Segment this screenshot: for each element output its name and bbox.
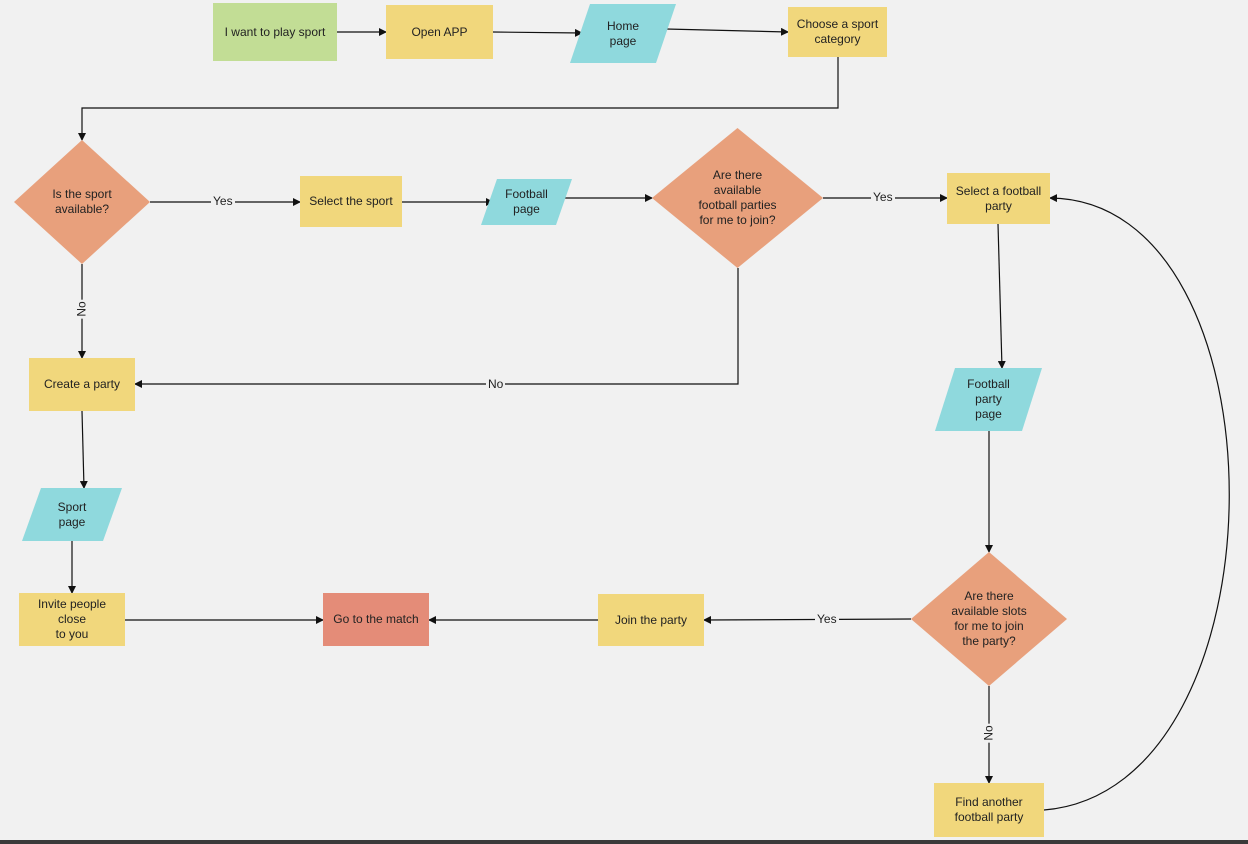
- node-party-page-label: Football party page: [967, 377, 1010, 421]
- node-invite-label: Invite people close to you: [37, 597, 107, 641]
- node-open-app[interactable]: Open APP: [386, 5, 493, 59]
- edge-create-to-sport-page: [79, 410, 88, 489]
- node-choose-category[interactable]: Choose a sport category: [788, 7, 887, 57]
- node-sport-page[interactable]: Sport page: [22, 488, 122, 541]
- node-select-party[interactable]: Select a football party: [947, 173, 1050, 224]
- parallelogram-shape: [570, 4, 676, 63]
- node-invite[interactable]: Invite people close to you: [19, 593, 125, 646]
- node-is-available-label: Is the sport available?: [52, 187, 112, 216]
- edge-label-parties-yes: Yes: [871, 190, 895, 204]
- edge-open-app-to-home: [492, 28, 583, 37]
- node-join-party[interactable]: Join the party: [598, 594, 704, 646]
- node-open-app-label: Open APP: [411, 24, 468, 39]
- node-start-label: I want to play sport: [224, 24, 326, 39]
- node-go-match[interactable]: Go to the match: [323, 593, 429, 646]
- node-join-party-label: Join the party: [614, 612, 688, 627]
- edge-select-party-to-party-page: [997, 223, 1006, 369]
- node-slots-question[interactable]: Are there available slots for me to join…: [911, 552, 1067, 686]
- diamond-shape: [14, 140, 150, 264]
- node-start[interactable]: I want to play sport: [213, 3, 337, 61]
- node-slots-question-label: Are there available slots for me to join…: [951, 589, 1027, 648]
- node-select-sport[interactable]: Select the sport: [300, 176, 402, 227]
- diamond-shape: [652, 128, 823, 268]
- node-select-sport-label: Select the sport: [309, 194, 393, 208]
- edge-find-another-loop: [1043, 194, 1230, 811]
- node-create-party[interactable]: Create a party: [29, 358, 135, 411]
- node-is-available[interactable]: Is the sport available?: [14, 140, 150, 264]
- node-parties-question[interactable]: Are there available football parties for…: [652, 128, 823, 268]
- edge-parties-no: [134, 268, 739, 388]
- node-home-page[interactable]: Home page: [570, 4, 676, 63]
- parallelogram-shape: [481, 179, 572, 225]
- edge-label-slots-yes: Yes: [815, 612, 839, 626]
- node-select-party-label: Select a football party: [955, 183, 1042, 213]
- edge-slots-yes: [703, 615, 912, 624]
- edge-label-slots-no: No: [981, 723, 996, 743]
- node-find-another-label: Find another football party: [954, 795, 1024, 824]
- parallelogram-shape: [22, 488, 122, 541]
- node-find-another[interactable]: Find another football party: [934, 783, 1044, 837]
- bottom-edge-bar: [0, 840, 1248, 844]
- edge-label-parties-no: No: [486, 377, 506, 391]
- edge-home-to-category: [665, 27, 789, 36]
- node-home-page-label: Home page: [606, 18, 639, 48]
- node-football-page-label: Football page: [505, 187, 548, 216]
- parallelogram-shape: [935, 368, 1042, 431]
- node-create-party-label: Create a party: [43, 377, 121, 391]
- node-sport-page-label: Sport page: [57, 499, 87, 529]
- node-parties-question-label: Are there available football parties for…: [698, 168, 777, 227]
- diamond-shape: [911, 552, 1067, 686]
- node-football-page[interactable]: Football page: [481, 179, 572, 225]
- node-go-match-label: Go to the match: [333, 612, 419, 626]
- edge-label-available-yes: Yes: [211, 194, 235, 208]
- node-choose-category-label: Choose a sport category: [796, 17, 879, 46]
- node-party-page[interactable]: Football party page: [935, 368, 1042, 431]
- edge-category-to-available: [78, 57, 839, 141]
- edge-label-available-no: No: [74, 299, 89, 319]
